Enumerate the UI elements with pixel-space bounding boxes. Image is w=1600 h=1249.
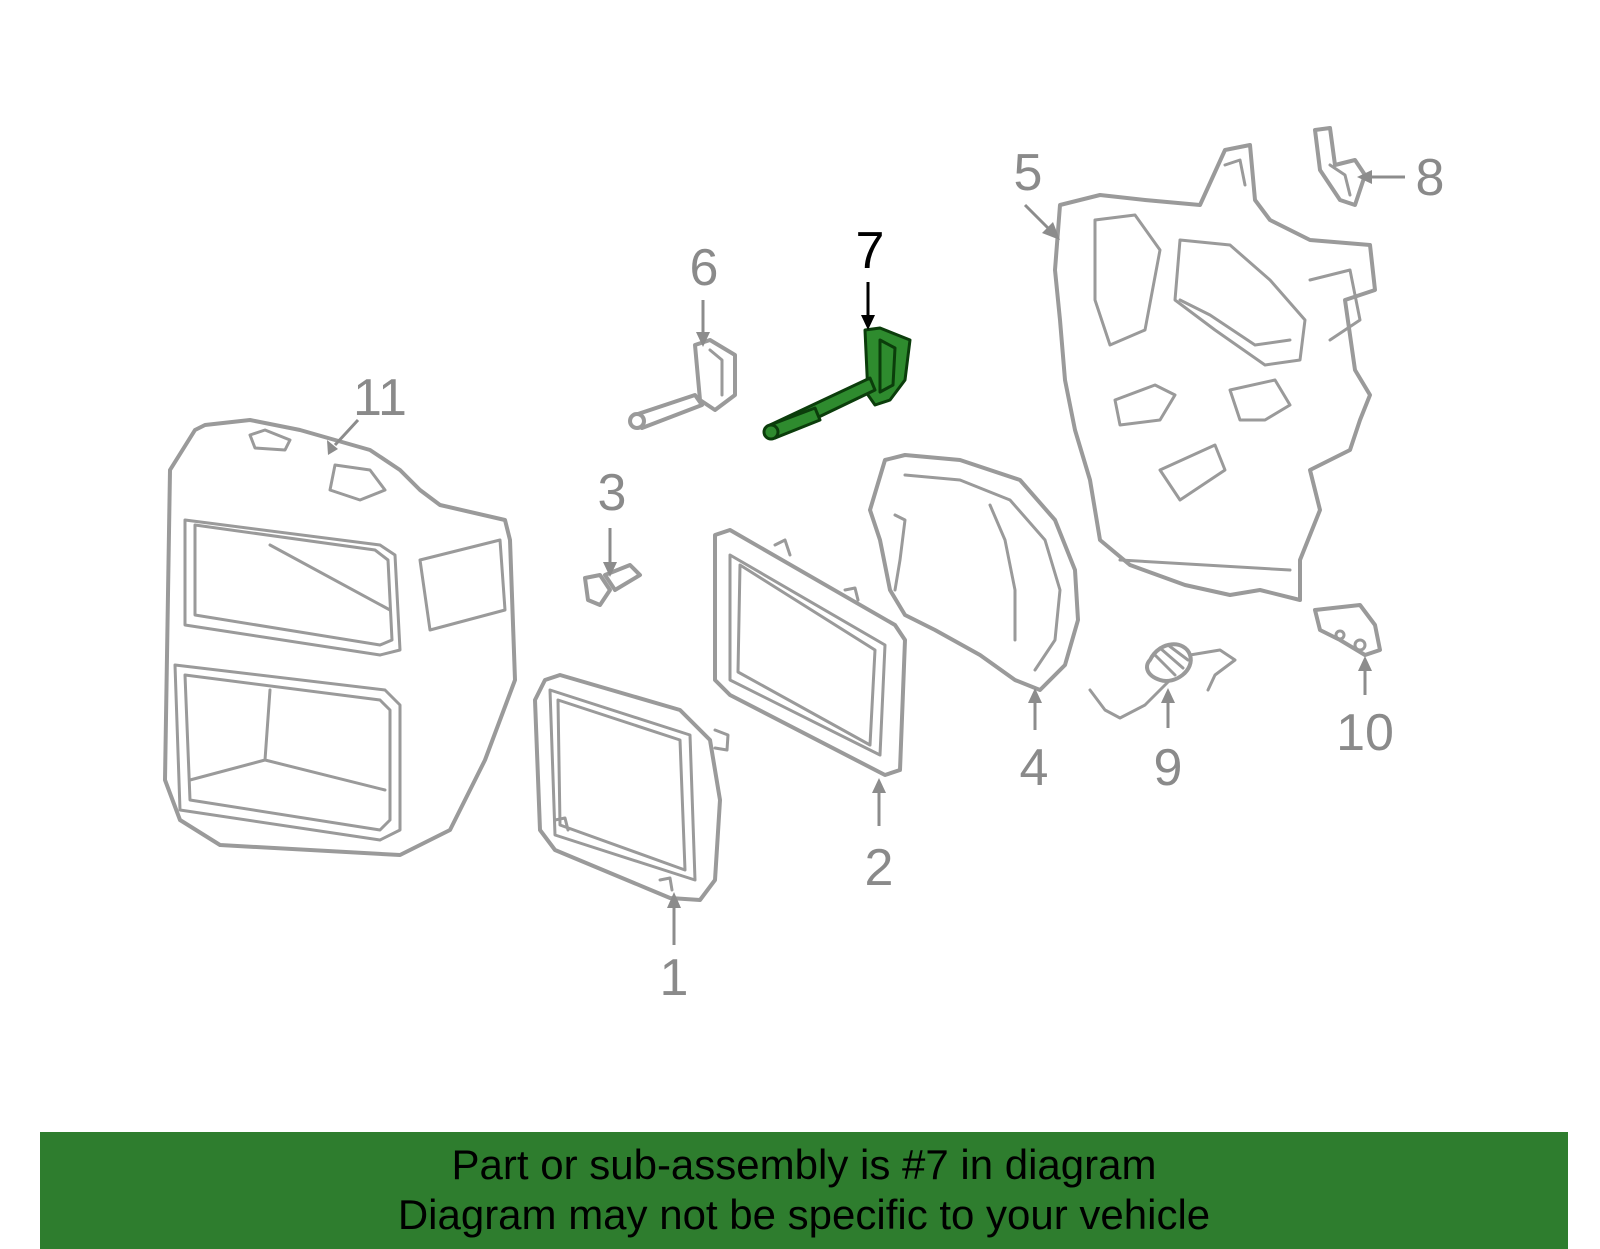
part-11-bezel <box>163 418 517 857</box>
callout-8: 8 <box>1416 149 1445 207</box>
callout-10: 10 <box>1336 704 1394 762</box>
part-3-pin <box>583 563 642 607</box>
callout-5: 5 <box>1014 144 1043 202</box>
part-10-clip <box>1313 603 1382 657</box>
callout-11: 11 <box>353 369 407 427</box>
callout-1: 1 <box>660 949 689 1007</box>
callout-3: 3 <box>598 464 627 522</box>
callout-labels: 1 2 3 4 5 6 7 8 9 10 11 <box>353 144 1444 1007</box>
parts-diagram: 1 2 3 4 5 6 7 8 9 10 11 <box>163 126 1444 1007</box>
info-banner: Part or sub-assembly is #7 in diagram Di… <box>40 1132 1568 1249</box>
callout-6: 6 <box>690 239 719 297</box>
part-1-lamp <box>533 673 730 902</box>
callout-4: 4 <box>1020 739 1049 797</box>
part-2-retainer <box>713 528 907 777</box>
part-5-housing <box>1053 143 1377 602</box>
part-6-adjuster <box>628 338 737 430</box>
part-8-bracket <box>1313 126 1367 207</box>
callout-arrows <box>327 170 1405 945</box>
callout-2: 2 <box>865 839 894 897</box>
part-7-adjuster-highlighted <box>762 326 912 441</box>
part-9-spring <box>1088 642 1237 720</box>
banner-line-2: Diagram may not be specific to your vehi… <box>397 1191 1211 1238</box>
banner-line-1: Part or sub-assembly is #7 in diagram <box>451 1141 1157 1188</box>
part-4-bracket <box>868 453 1080 692</box>
callout-7: 7 <box>856 222 885 280</box>
callout-9: 9 <box>1154 739 1183 797</box>
